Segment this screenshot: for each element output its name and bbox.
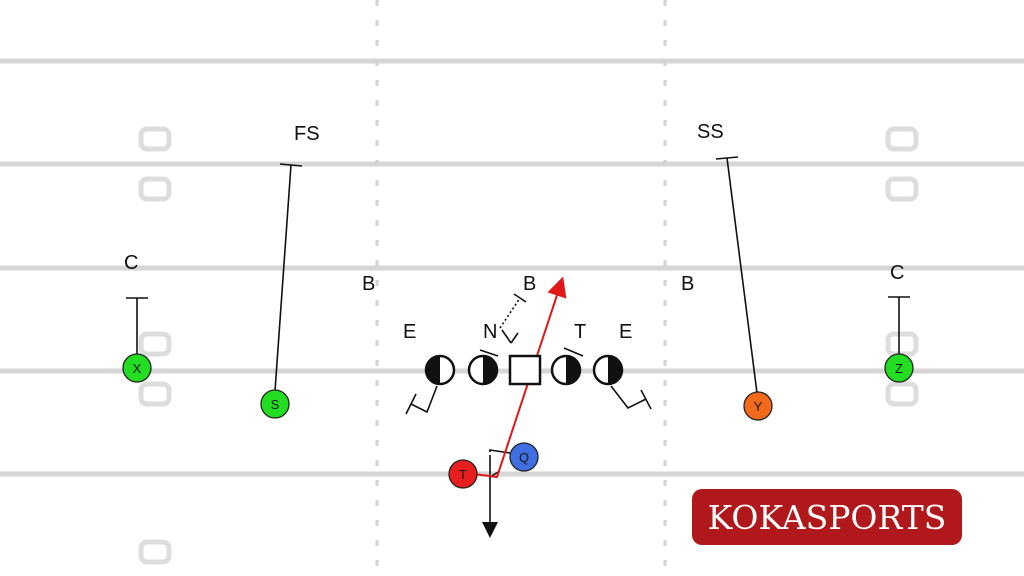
- route-y-tee: [715, 156, 739, 160]
- route-y: [726, 157, 758, 394]
- block-left-guard: [479, 349, 499, 357]
- player-y: Y: [743, 391, 773, 421]
- label-backer-mid: B: [523, 273, 536, 295]
- player-s: S: [260, 389, 290, 419]
- offensive-line: [424, 354, 624, 386]
- label-fs: FS: [294, 123, 320, 145]
- yard-number-mark: [138, 176, 172, 202]
- label-corner-right: C: [890, 262, 904, 284]
- yard-number-mark: [138, 539, 172, 565]
- yard-number-mark: [885, 381, 919, 407]
- label-end-left: E: [403, 321, 416, 343]
- label-end-right: E: [619, 321, 632, 343]
- player-z-label: Z: [895, 361, 903, 376]
- yard-number-mark: [138, 381, 172, 407]
- block-left-end: [410, 385, 438, 414]
- player-x: X: [122, 353, 152, 383]
- yard-number-mark: [885, 176, 919, 202]
- assignment-lines: [126, 156, 910, 538]
- player-t: T: [448, 459, 478, 489]
- block-right-end: [610, 385, 647, 410]
- player-q: Q: [509, 442, 539, 472]
- yard-number-mark: [138, 331, 172, 357]
- route-s: [274, 164, 292, 392]
- yard-number-marks: [138, 126, 919, 565]
- yard-number-mark: [885, 126, 919, 152]
- block-center-2: [510, 332, 519, 344]
- lineman-center: [508, 354, 542, 386]
- route-qb-step: [489, 449, 511, 454]
- player-z: Z: [884, 353, 914, 383]
- player-t-label: T: [459, 467, 467, 482]
- route-s-tee: [279, 163, 303, 167]
- lineman-right-guard: [550, 354, 582, 386]
- block-right-guard: [563, 347, 584, 357]
- hash-marks: [375, 0, 667, 576]
- yard-lines: [0, 58, 1024, 477]
- route-qb-handoff: [489, 455, 499, 479]
- label-corner-left: C: [124, 252, 138, 274]
- lineman-left-tackle: [424, 354, 456, 386]
- motion-arrow: [473, 276, 567, 479]
- player-s-label: S: [271, 397, 280, 412]
- label-tackle: T: [574, 321, 586, 343]
- label-backer-right: B: [681, 273, 694, 295]
- block-center-backer-tee: [513, 293, 527, 303]
- block-center-backer: [499, 297, 521, 329]
- player-q-label: Q: [519, 450, 529, 465]
- brand-logo-text: KOKASPORTS: [707, 497, 947, 537]
- lineman-left-guard: [467, 354, 499, 386]
- player-y-label: Y: [754, 399, 763, 414]
- yard-number-mark: [138, 126, 172, 152]
- block-right-end-tee: [640, 389, 652, 410]
- brand-logo: KOKASPORTS: [692, 489, 962, 545]
- block-center: [501, 329, 512, 344]
- label-ss: SS: [697, 121, 724, 143]
- label-nose: N: [483, 321, 497, 343]
- lineman-right-tackle: [592, 354, 624, 386]
- block-left-end-tee: [405, 393, 417, 415]
- yard-number-mark: [885, 331, 919, 357]
- player-x-label: X: [133, 361, 142, 376]
- label-backer-left: B: [362, 273, 375, 295]
